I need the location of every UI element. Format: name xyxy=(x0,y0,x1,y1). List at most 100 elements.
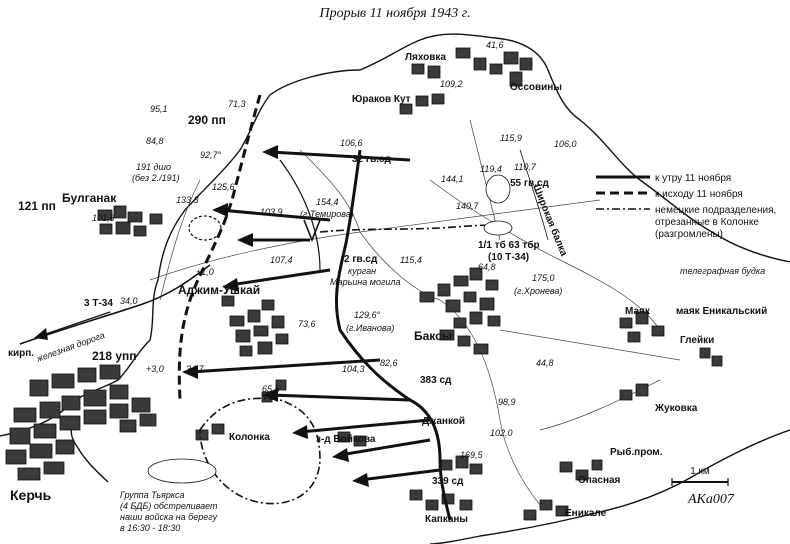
height: 102,0 xyxy=(490,428,513,438)
unit-55sd: 55 гв.сд xyxy=(510,178,550,189)
height: 175,0 xyxy=(532,273,555,283)
kerch-blocks xyxy=(5,364,157,481)
group-ellipse xyxy=(147,458,217,484)
heights: 41,6 109,2 115,9 106,0 110,7 144,1 119,4… xyxy=(92,40,577,460)
place-voykovo: з-д Войкова xyxy=(316,434,376,445)
marker-ellipse xyxy=(485,174,511,204)
unit-dsho-1: 191 дшо xyxy=(136,162,171,172)
group-label-4: в 16:30 - 18:30 xyxy=(120,523,180,533)
unit-t34: 3 Т-34 xyxy=(84,298,113,309)
tank-symbol xyxy=(303,219,321,243)
height: 169,5 xyxy=(460,450,484,460)
place-yurakov-kut: Юраков Кут xyxy=(352,94,411,105)
road xyxy=(359,231,541,506)
place-ryb: Рыб.пром. xyxy=(610,446,663,458)
scale-label: 1 км xyxy=(690,466,710,477)
unit-2sd: 2 гв.сд xyxy=(344,254,378,265)
group-label-3: наши войска на берегу xyxy=(120,512,218,522)
place-kirp: кирп. xyxy=(8,348,34,359)
height: 119,4 xyxy=(480,164,502,174)
height: 64,8 xyxy=(478,262,496,272)
height: 104,3 xyxy=(342,364,365,374)
place-kurgan-2: Марьина могила xyxy=(330,277,401,287)
place-adzhim: Аджим-Ушкай xyxy=(178,283,260,297)
road xyxy=(159,179,201,301)
legend-dashdot-label-2: отрезанные в Колонке xyxy=(655,217,759,228)
north-blocks xyxy=(399,47,533,115)
bulganak-blocks xyxy=(97,205,163,237)
tank-arrowhead xyxy=(34,328,48,340)
place-lyakhovka: Ляховка xyxy=(405,52,446,63)
strait-coast xyxy=(429,429,790,544)
road xyxy=(299,149,361,233)
place-zhukovka: Жуковка xyxy=(654,403,698,414)
place-bulganak: Булганак xyxy=(62,191,117,205)
place-mayak-enik: маяк Еникальский xyxy=(676,306,767,317)
front-line-evening xyxy=(177,94,262,401)
place-gleyki: Глейки xyxy=(680,335,714,346)
unit-tb-1: 1/1 тб 63 тбр xyxy=(478,239,540,251)
place-dzhankoy: Джанкой xyxy=(422,416,465,427)
height: 84,8 xyxy=(146,136,164,146)
height: 73,6 xyxy=(298,319,316,329)
height: 106,0 xyxy=(554,139,577,149)
place-kapkany: Капканы xyxy=(425,514,468,525)
height: 115,4 xyxy=(400,255,422,265)
east-blocks xyxy=(523,311,723,521)
tank-ellipse xyxy=(483,220,513,236)
bay-coast xyxy=(70,424,109,483)
legend-dashdot-label-3: (разгромлены) xyxy=(655,229,723,240)
height: 154,4 xyxy=(316,197,339,207)
legend: к утру 11 ноября к исходу 11 ноября неме… xyxy=(596,172,776,240)
tank-arrow-line xyxy=(39,311,111,337)
baksy-blocks xyxy=(419,267,501,355)
road xyxy=(429,179,661,331)
height: 103,9 xyxy=(260,207,283,217)
legend-dashdot-label-1: немецкие подразделения, xyxy=(655,205,776,216)
unit-121pp: 121 пп xyxy=(18,199,56,213)
height: +1,0 xyxy=(196,267,214,277)
balka-line xyxy=(519,149,549,241)
height: 129,6° xyxy=(354,310,381,320)
height: 101,8 xyxy=(92,213,115,223)
height: 125,6 xyxy=(212,182,235,192)
height: 95,1 xyxy=(150,104,168,114)
height: 41,6 xyxy=(486,40,504,50)
place-opasnaya: Опасная xyxy=(578,475,621,486)
unit-290pp: 290 пп xyxy=(188,113,226,127)
height: 71,3 xyxy=(228,99,246,109)
height: 144,1 xyxy=(441,174,464,184)
unit-dsho-2: (без 2./191) xyxy=(132,173,180,183)
height: (г.Хронева) xyxy=(514,286,562,296)
height: 98,9 xyxy=(498,397,516,407)
height: 92,7° xyxy=(200,150,222,160)
road xyxy=(499,329,681,361)
front-line-morning xyxy=(334,149,452,521)
unit-32sd: 32 гв.сд xyxy=(352,154,392,165)
legend-solid-label: к утру 11 ноября xyxy=(655,172,731,184)
signature: AKa007 xyxy=(687,492,735,507)
height: 133,3 xyxy=(176,195,199,205)
attack-arrows xyxy=(182,145,441,487)
height: 65,5 xyxy=(262,384,281,394)
height: 109,2 xyxy=(440,79,463,89)
place-enikale: Еникале xyxy=(565,508,607,519)
height: 34,7 xyxy=(186,364,205,374)
unit-tb-2: (10 Т-34) xyxy=(488,252,529,263)
map-title: Прорыв 11 ноября 1943 г. xyxy=(318,6,470,21)
place-ossoviny: Оссовины xyxy=(510,82,562,93)
height: 107,4 xyxy=(270,255,293,265)
unit-218upp: 218 упп xyxy=(92,349,137,363)
height: 115,9 xyxy=(500,133,522,143)
place-telegraph: телеграфная будка xyxy=(680,266,765,276)
unit-339sd: 339 сд xyxy=(432,476,464,487)
group-label-2: (4 БДБ) обстреливает xyxy=(120,501,218,511)
height: 44,8 xyxy=(536,358,554,368)
place-mayak: Маяк xyxy=(625,306,651,317)
dsho-ellipse xyxy=(188,215,222,241)
legend-dashed-label: к исходу 11 ноября xyxy=(655,188,743,200)
height: 34,0 xyxy=(120,296,138,306)
height: 140,7 xyxy=(456,201,480,211)
place-kerch: Керчь xyxy=(10,487,52,503)
